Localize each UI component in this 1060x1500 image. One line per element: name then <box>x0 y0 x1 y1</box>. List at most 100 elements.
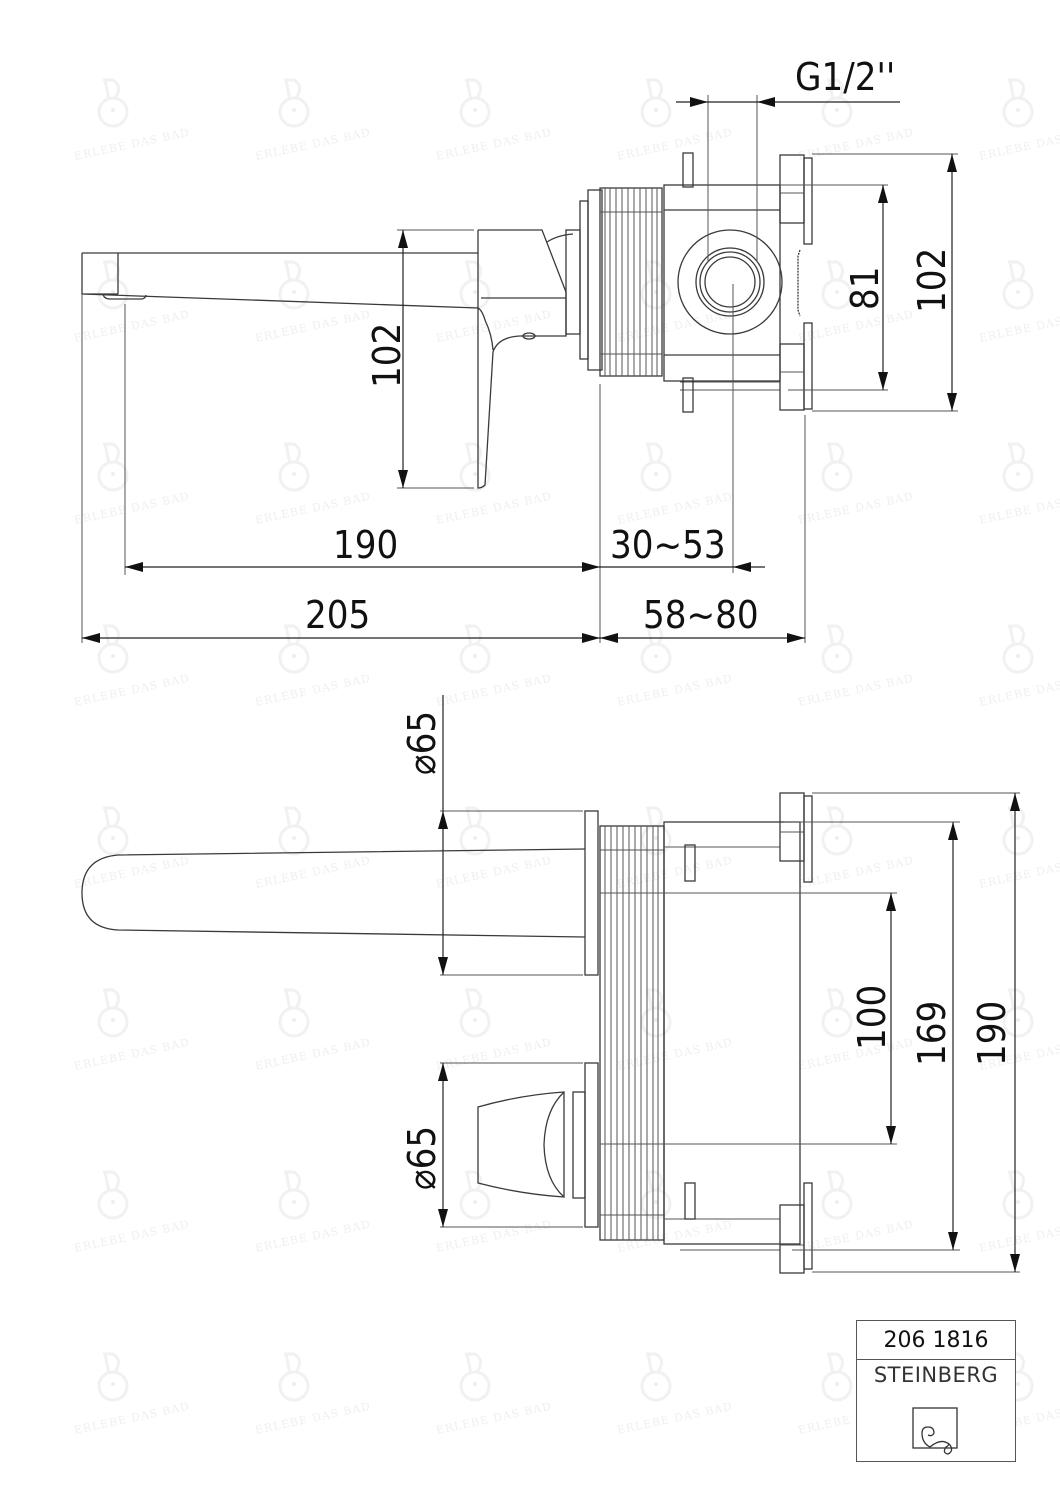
watermark-text: ERLEBE DAS BAD <box>73 490 191 527</box>
watermark-text: ERLEBE DAS BAD <box>254 672 372 709</box>
watermark-text: ERLEBE DAS BAD <box>73 854 191 891</box>
watermark-text: ERLEBE DAS BAD <box>797 854 915 891</box>
watermark-text: ERLEBE DAS BAD <box>797 490 915 527</box>
watermark-text: ERLEBE DAS BAD <box>435 1036 553 1073</box>
watermark-text: ERLEBE DAS BAD <box>435 308 553 345</box>
watermark-text: ERLEBE DAS BAD <box>254 490 372 527</box>
watermark-text: ERLEBE DAS BAD <box>73 308 191 345</box>
watermark-logo-icon <box>97 624 129 674</box>
watermark-text: ERLEBE DAS BAD <box>978 308 1060 345</box>
dim-body-inner-81: 81 <box>843 267 887 311</box>
product-code: 206 1816 <box>857 1321 1015 1360</box>
spout-top-outline <box>81 848 586 938</box>
watermark-logo-icon <box>821 806 853 856</box>
threaded-sleeve <box>599 187 663 377</box>
watermark-logo-icon <box>97 442 129 492</box>
dim-mid-169: 169 <box>910 1001 954 1066</box>
thread-label: G1/2'' <box>795 55 895 99</box>
dim-lever-rosette-65: ⌀65 <box>400 1126 444 1190</box>
dim-spout-reach-190: 190 <box>333 523 398 567</box>
watermark-text: ERLEBE DAS BAD <box>254 1400 372 1437</box>
watermark-text: ERLEBE DAS BAD <box>435 490 553 527</box>
watermark-logo-icon <box>821 988 853 1038</box>
watermark-logo-icon <box>821 442 853 492</box>
lever-handle <box>477 1091 565 1198</box>
dim-depth-58-80: 58~80 <box>643 593 759 637</box>
watermark-text: ERLEBE DAS BAD <box>978 126 1060 163</box>
watermark-logo-icon <box>97 78 129 128</box>
watermark-logo-icon <box>97 1170 129 1220</box>
watermark-text: ERLEBE DAS BAD <box>797 308 915 345</box>
dim-inner-100: 100 <box>850 985 894 1050</box>
steinberg-logo-icon <box>912 1407 958 1455</box>
watermark-logo-icon <box>459 988 491 1038</box>
watermark-logo-icon <box>278 806 310 856</box>
watermark-logo-icon <box>278 1170 310 1220</box>
dim-lever-102: 102 <box>365 323 409 388</box>
dim-total-205: 205 <box>305 593 370 637</box>
dim-body-outer-102: 102 <box>910 248 954 313</box>
watermark-text: ERLEBE DAS BAD <box>73 126 191 163</box>
watermark-text: ERLEBE DAS BAD <box>978 490 1060 527</box>
watermark-text: ERLEBE DAS BAD <box>73 1218 191 1255</box>
watermark-text: ERLEBE DAS BAD <box>797 1218 915 1255</box>
side-view: G1/2'' 81 102 102 190 <box>81 55 958 643</box>
lever-outline <box>477 229 574 489</box>
watermark-logo-icon <box>640 442 672 492</box>
watermark-text: ERLEBE DAS BAD <box>616 1400 734 1437</box>
watermark-logo-icon <box>459 78 491 128</box>
watermark-text: ERLEBE DAS BAD <box>435 1400 553 1437</box>
watermark-logo-icon <box>278 624 310 674</box>
dim-spout-rosette-65: ⌀65 <box>400 711 444 775</box>
watermark-logo-icon <box>640 1352 672 1402</box>
front-threaded-sleeve <box>599 825 665 1241</box>
watermark-logo-icon <box>821 1352 853 1402</box>
front-view: ⌀65 ⌀65 100 169 190 <box>81 695 1020 1274</box>
watermark-logo-icon <box>1002 624 1034 674</box>
watermark-text: ERLEBE DAS BAD <box>254 126 372 163</box>
watermark-text: ERLEBE DAS BAD <box>73 1400 191 1437</box>
watermark-logo-icon <box>1002 1170 1034 1220</box>
watermark-text: ERLEBE DAS BAD <box>254 854 372 891</box>
watermark-text: ERLEBE DAS BAD <box>616 854 734 891</box>
watermark-text: ERLEBE DAS BAD <box>616 1036 734 1073</box>
watermark-logo-icon <box>459 624 491 674</box>
title-block: 206 1816 STEINBERG <box>856 1320 1016 1462</box>
watermark-text: ERLEBE DAS BAD <box>978 1218 1060 1255</box>
watermark-logo-icon <box>640 1170 672 1220</box>
watermark-logo-icon <box>97 260 129 310</box>
watermark-logo-icon <box>278 1352 310 1402</box>
watermark-text: ERLEBE DAS BAD <box>616 490 734 527</box>
watermark-logo-icon <box>97 988 129 1038</box>
dim-outlet-30-53: 30~53 <box>610 523 726 567</box>
watermark-logo-icon <box>1002 78 1034 128</box>
watermark-text: ERLEBE DAS BAD <box>797 672 915 709</box>
watermark-text: ERLEBE DAS BAD <box>254 308 372 345</box>
watermark-logo-icon <box>459 1170 491 1220</box>
watermark-logo-icon <box>278 442 310 492</box>
watermark-text: ERLEBE DAS BAD <box>435 1218 553 1255</box>
watermark-logo-icon <box>459 260 491 310</box>
watermark-text: ERLEBE DAS BAD <box>435 126 553 163</box>
watermark-logo-icon <box>640 78 672 128</box>
watermark-text: ERLEBE DAS BAD <box>616 672 734 709</box>
watermark-logo-icon <box>1002 806 1034 856</box>
watermark-logo-icon <box>1002 442 1034 492</box>
dim-overall-190: 190 <box>970 1001 1014 1066</box>
watermark-text: ERLEBE DAS BAD <box>254 1036 372 1073</box>
watermark-logo-icon <box>459 806 491 856</box>
watermark-logo-icon <box>97 1352 129 1402</box>
watermark-logo-icon <box>821 1170 853 1220</box>
watermark-logo-icon <box>278 78 310 128</box>
watermark-logo-icon <box>459 1352 491 1402</box>
watermark-logo-icon <box>278 988 310 1038</box>
watermark-text: ERLEBE DAS BAD <box>616 1218 734 1255</box>
watermark-text: ERLEBE DAS BAD <box>797 126 915 163</box>
watermark-logo-icon <box>1002 260 1034 310</box>
watermark-logo-icon <box>821 624 853 674</box>
watermark-text: ERLEBE DAS BAD <box>435 672 553 709</box>
watermark-text: ERLEBE DAS BAD <box>73 672 191 709</box>
brand-name: STEINBERG <box>873 1363 999 1387</box>
watermark-text: ERLEBE DAS BAD <box>435 854 553 891</box>
